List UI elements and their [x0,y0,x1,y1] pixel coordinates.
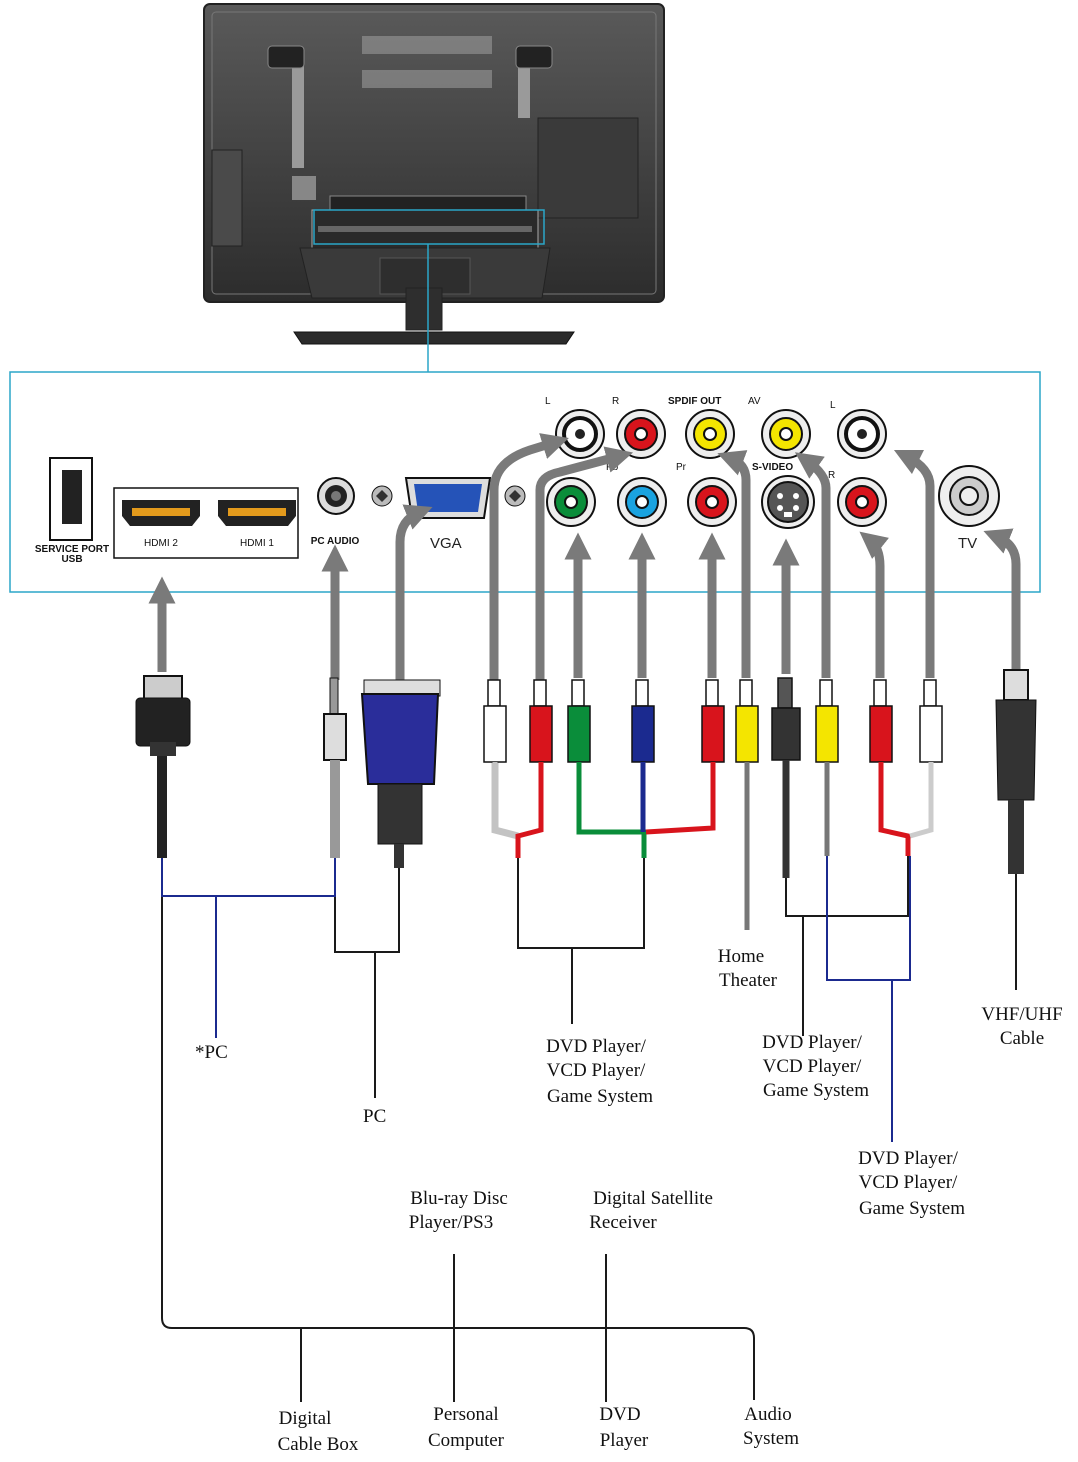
av-r-label: R [828,470,835,481]
hdmi1-port[interactable] [218,500,296,526]
tv-antenna-jack[interactable] [938,465,1000,527]
hdmi2-label: HDMI 2 [144,538,178,549]
dvd-svideo-line3: Game System [763,1080,869,1101]
cable-box-line1: Digital [279,1408,332,1429]
home-theater-line1: Home [718,946,764,967]
audio-system-line1: Audio [744,1404,792,1425]
dvd-av-line2: VCD Player/ [859,1172,958,1193]
cable-box-line2: Cable Box [278,1434,359,1455]
screw-icon [371,485,393,507]
spdif-out-jack[interactable] [685,409,735,459]
usb-service-port[interactable] [49,457,93,541]
av-label: AV [748,396,761,407]
vhf-uhf-line1: VHF/UHF [981,1004,1062,1025]
pb-component-jack[interactable] [617,477,667,527]
pc-label: PC [363,1106,386,1127]
pc-audio-jack[interactable] [317,477,355,515]
dvd-component-line1: DVD Player/ [546,1036,646,1057]
vga-label: VGA [430,535,462,552]
spdif-label: SPDIF OUT [668,396,721,407]
screw-icon [504,485,526,507]
rca-plugs [483,677,943,763]
hdmi-plug [135,675,191,858]
satellite-line1: Digital Satellite [593,1188,713,1209]
usb-label-line2: USB [61,554,82,565]
tv-back-illustration [203,3,665,345]
hdmi2-port[interactable] [122,500,200,526]
tv-label: TV [958,535,977,552]
audio-r-jack[interactable] [616,409,666,459]
av-r-jack[interactable] [837,477,887,527]
bluray-line2: Player/PS3 [409,1212,493,1233]
dvd-svideo-line2: VCD Player/ [763,1056,862,1077]
blue-bracket-lines [161,856,911,1142]
rca-wires [491,760,934,930]
dvd-component-line2: VCD Player/ [547,1060,646,1081]
pr-component-jack[interactable] [687,477,737,527]
dvd-av-line3: Game System [859,1198,965,1219]
av-video-jack[interactable] [761,409,811,459]
s-video-jack[interactable] [761,475,815,529]
av-l-jack[interactable] [837,409,887,459]
dvd-svideo-line1: DVD Player/ [762,1032,862,1053]
audio-l-label: L [545,396,551,407]
hdmi-group-frame [113,487,299,559]
pc-audio-label: PC AUDIO [311,536,360,547]
vhf-uhf-line2: Cable [1000,1028,1044,1049]
pr-label: Pr [676,462,687,473]
hdmi1-label: HDMI 1 [240,538,274,549]
vga-plug [360,679,441,868]
vhf-uhf-plug [995,669,1037,874]
dvd-av-line1: DVD Player/ [858,1148,958,1169]
pc-audio-plug [323,677,347,858]
star-pc-label: *PC [195,1042,228,1063]
usb-label-line1: SERVICE PORT [35,544,109,555]
audio-l-jack[interactable] [555,409,605,459]
personal-computer-line2: Computer [428,1430,505,1451]
satellite-line2: Receiver [589,1212,657,1233]
dvd-component-line3: Game System [547,1086,653,1107]
home-theater-line2: Theater [719,970,778,991]
bluray-line1: Blu-ray Disc [410,1188,508,1209]
dvd-player-line2: Player [600,1430,649,1451]
connection-arrows [148,433,1021,682]
bracket-lines [161,856,1017,1402]
s-video-label: S-VIDEO [752,462,793,473]
av-l-label: L [830,400,836,411]
port-area-highlight [313,209,545,245]
port-panel [9,371,1041,593]
y-component-jack[interactable] [546,477,596,527]
audio-r-label: R [612,396,619,407]
audio-system-line2: System [743,1428,799,1449]
dvd-player-line1: DVD [599,1404,640,1425]
personal-computer-line1: Personal [433,1404,498,1425]
